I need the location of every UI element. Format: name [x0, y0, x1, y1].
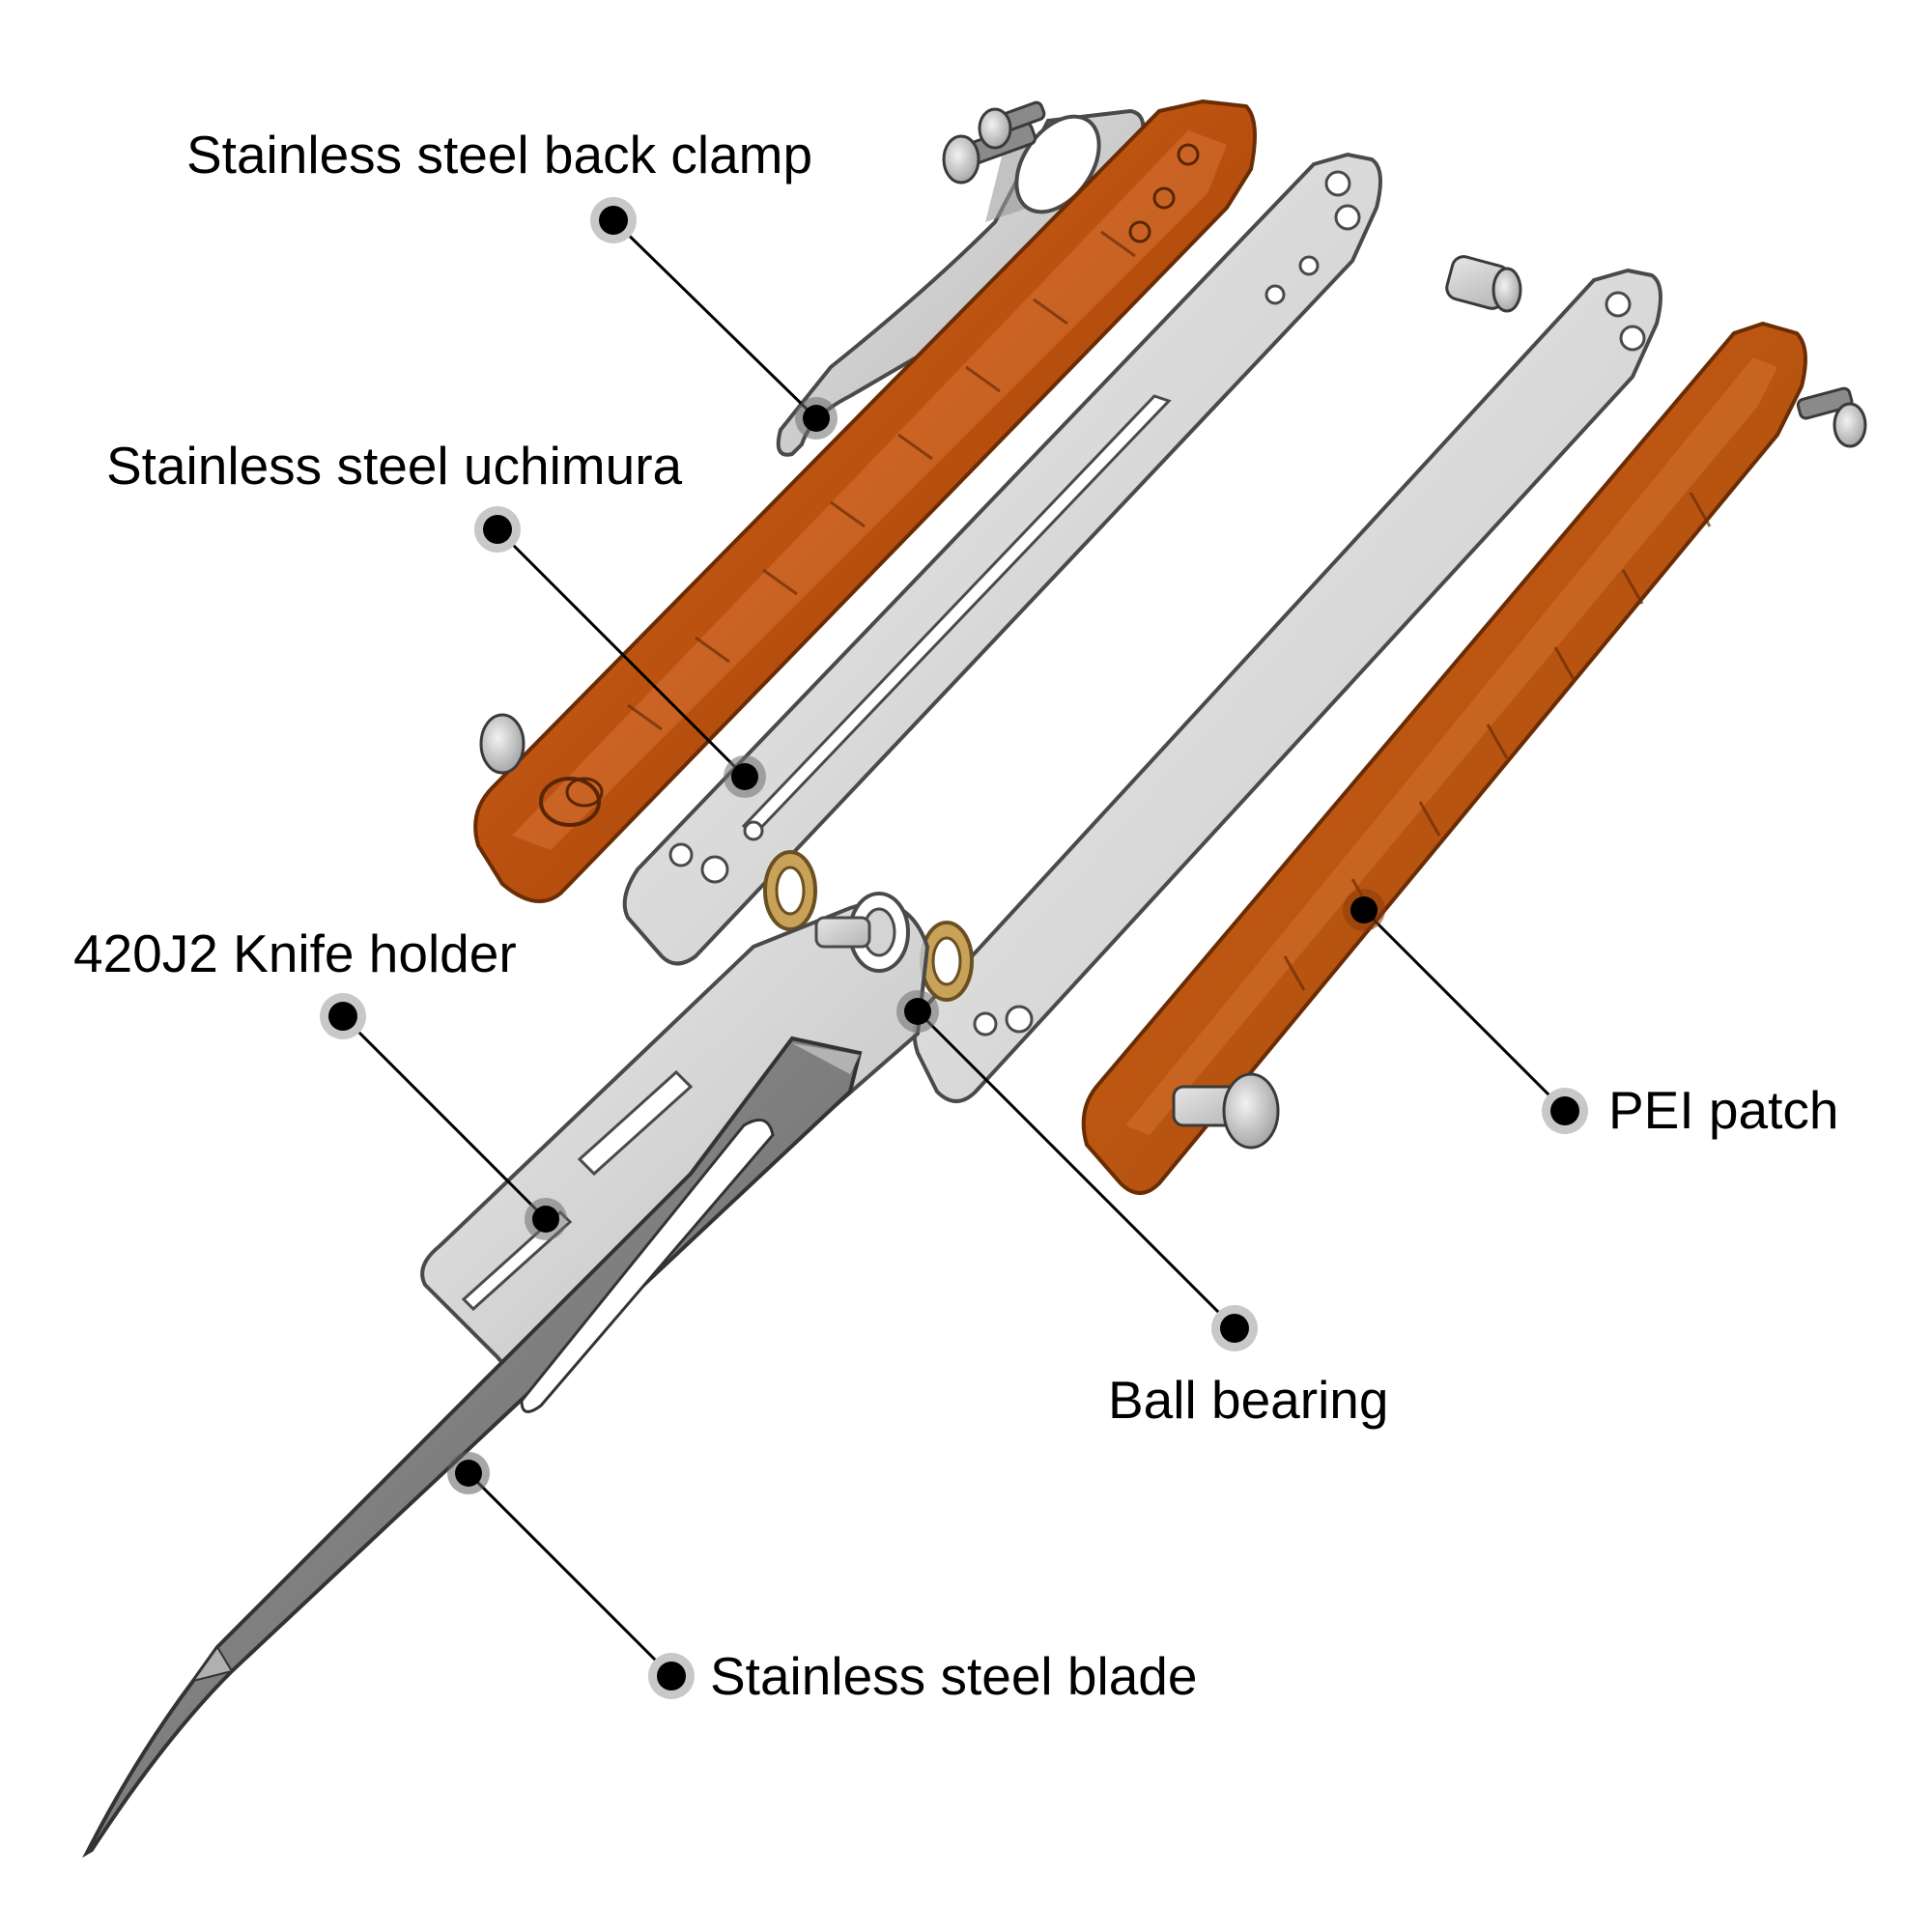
label-pei-patch: PEI patch	[1608, 1080, 1839, 1140]
label-back-clamp: Stainless steel back clamp	[186, 125, 813, 185]
label-uchimura: Stainless steel uchimura	[106, 436, 683, 496]
dot-uchimura-end	[724, 755, 766, 798]
back-clamp-part	[776, 100, 1146, 457]
dot-blade	[648, 1653, 695, 1699]
dot-pei-patch-end	[1343, 889, 1385, 931]
dot-blade-end	[447, 1452, 490, 1494]
dot-knife-holder-end	[525, 1198, 567, 1240]
label-blade: Stainless steel blade	[710, 1646, 1198, 1706]
label-knife-holder: 420J2 Knife holder	[73, 923, 517, 983]
blade-assembly	[82, 892, 930, 1859]
dot-ball-bearing-end	[896, 990, 939, 1033]
leader-lines	[341, 218, 1567, 1678]
uchimura-liner	[622, 152, 1382, 966]
dot-pei-patch	[1542, 1088, 1588, 1134]
right-handle-scale	[1081, 321, 1867, 1195]
dot-knife-holder	[320, 993, 366, 1039]
dot-uchimura	[474, 506, 521, 553]
dot-back-clamp-end	[795, 397, 838, 440]
label-ball-bearing: Ball bearing	[1108, 1370, 1389, 1430]
callout-dots	[320, 197, 1588, 1699]
dot-back-clamp	[590, 197, 637, 243]
spacer-bushing	[1445, 255, 1522, 313]
dot-ball-bearing	[1211, 1305, 1258, 1351]
